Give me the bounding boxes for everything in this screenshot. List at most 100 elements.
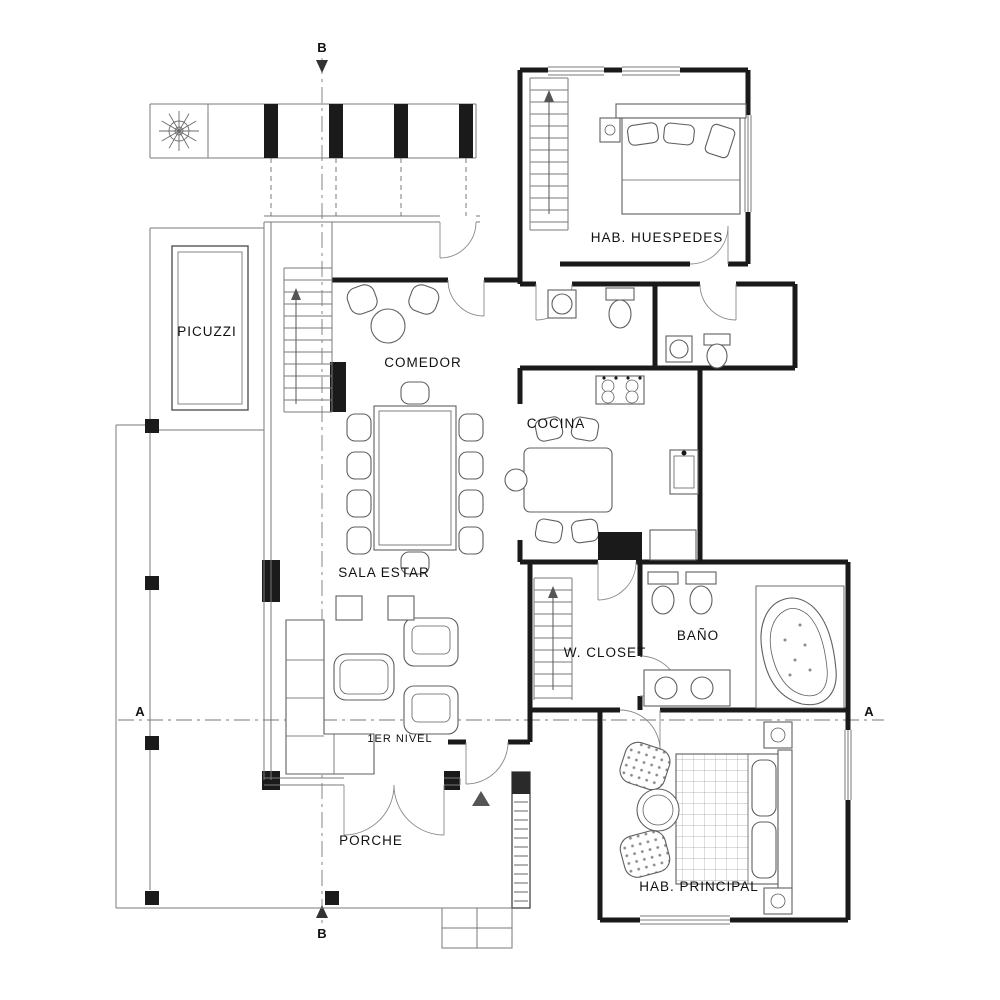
dining-chair	[346, 451, 372, 480]
toilet	[651, 585, 675, 615]
stair-arrow	[544, 90, 554, 102]
glass-wall-west	[263, 215, 480, 780]
coffee-table-inner	[339, 659, 389, 695]
dining-table-inner	[378, 410, 452, 546]
screen-wall	[511, 771, 531, 909]
lamp	[770, 727, 786, 743]
entry-arrow	[472, 791, 490, 806]
room-label-hab-huespedes: HAB. HUESPEDES	[591, 230, 724, 245]
lamp	[770, 893, 786, 909]
toilet	[706, 343, 728, 369]
faucet	[681, 450, 687, 456]
window-guest-top-1	[548, 66, 604, 76]
window-master-south	[640, 915, 730, 925]
level-label: 1ER NIVEL	[367, 733, 432, 745]
dining-chair	[346, 413, 372, 442]
windows	[263, 66, 852, 925]
column	[264, 104, 278, 158]
bar-stool	[534, 416, 564, 442]
bathtub-inner	[769, 607, 828, 697]
column	[145, 736, 159, 750]
stairs-main	[283, 222, 333, 413]
guest-bedroom-furniture	[599, 103, 747, 215]
section-label-a-left: A	[135, 704, 145, 719]
room-label-sala-estar: SALA ESTAR	[338, 565, 430, 580]
toilet-tank	[647, 571, 679, 585]
room-label-bano: BAÑO	[677, 628, 719, 643]
entry-steps	[441, 907, 513, 949]
walls-south-block	[448, 559, 851, 923]
bar-stool	[570, 416, 600, 442]
column	[145, 891, 159, 905]
bed-headboard	[615, 103, 747, 119]
picuzzi-pool-inner	[177, 251, 243, 405]
armchair-cushion	[411, 693, 451, 723]
toilet-tank	[703, 333, 731, 346]
section-lines: B B A A	[118, 40, 884, 941]
bath-guest-fixtures	[547, 287, 731, 369]
bed-quilt	[675, 753, 749, 885]
lounge-set	[346, 284, 440, 344]
column	[145, 576, 159, 590]
room-label-hab-principal: HAB. PRINCIPAL	[639, 879, 759, 894]
door-arc-guest-room	[689, 225, 729, 265]
sink	[551, 293, 573, 315]
stair-arrow	[291, 288, 301, 300]
stairs-closet	[533, 577, 573, 700]
section-label-b-top: B	[317, 40, 326, 55]
dining-chair	[458, 526, 484, 555]
column	[459, 104, 473, 158]
toilet-tank	[605, 287, 635, 301]
accent-chair	[619, 830, 671, 878]
room-label-w-closet: W. CLOSET	[564, 645, 647, 660]
pillow	[626, 122, 660, 146]
dining-chair	[400, 551, 430, 575]
kitchen-sink-basin	[673, 455, 695, 489]
door-arc-closet	[597, 561, 637, 601]
pergola-columns	[264, 104, 473, 158]
door-arc-bath-right	[699, 283, 737, 321]
sofa-set	[285, 595, 459, 775]
lamp	[604, 124, 616, 136]
kitchen-island	[523, 447, 613, 513]
column	[329, 104, 343, 158]
room-labels: PICUZZI COMEDOR COCINA HAB. HUESPEDES SA…	[177, 230, 759, 894]
door-arc-top-entry	[439, 221, 477, 259]
pergola-band	[149, 103, 477, 159]
window-guest-top-2	[622, 66, 680, 76]
bar-stool	[570, 518, 600, 544]
toilet	[608, 299, 632, 329]
walls-north-block	[517, 67, 798, 562]
side-table	[387, 595, 415, 621]
pillow	[751, 759, 777, 817]
armchair-cushion	[411, 625, 451, 655]
dining-chair	[400, 381, 430, 405]
pillow	[704, 123, 736, 159]
kitchen-counter-block	[598, 532, 642, 560]
sink	[654, 676, 678, 700]
pillow	[751, 821, 777, 879]
dining-chair	[346, 489, 372, 518]
picuzzi-room	[149, 227, 264, 431]
section-label-a-right: A	[864, 704, 874, 719]
sofa-cushions	[286, 659, 335, 774]
master-bedroom-furniture	[619, 721, 793, 915]
porch-outline	[115, 424, 512, 909]
sink	[690, 676, 714, 700]
room-label-porche: PORCHE	[339, 833, 403, 848]
lounge-chair	[408, 284, 440, 315]
section-marker-b-top	[316, 60, 328, 73]
dining-chair	[458, 413, 484, 442]
plant-icon	[159, 111, 199, 151]
wall-pier	[444, 771, 460, 790]
picuzzi-pool	[171, 245, 249, 411]
stair-newel-wall	[330, 362, 346, 412]
carport-pergola	[149, 103, 477, 216]
pergola-projection-lines	[270, 158, 467, 216]
window-master-east	[844, 730, 852, 800]
stairs-guest	[529, 77, 569, 231]
lounge-chair	[346, 284, 378, 315]
stair-arrow	[548, 586, 558, 598]
